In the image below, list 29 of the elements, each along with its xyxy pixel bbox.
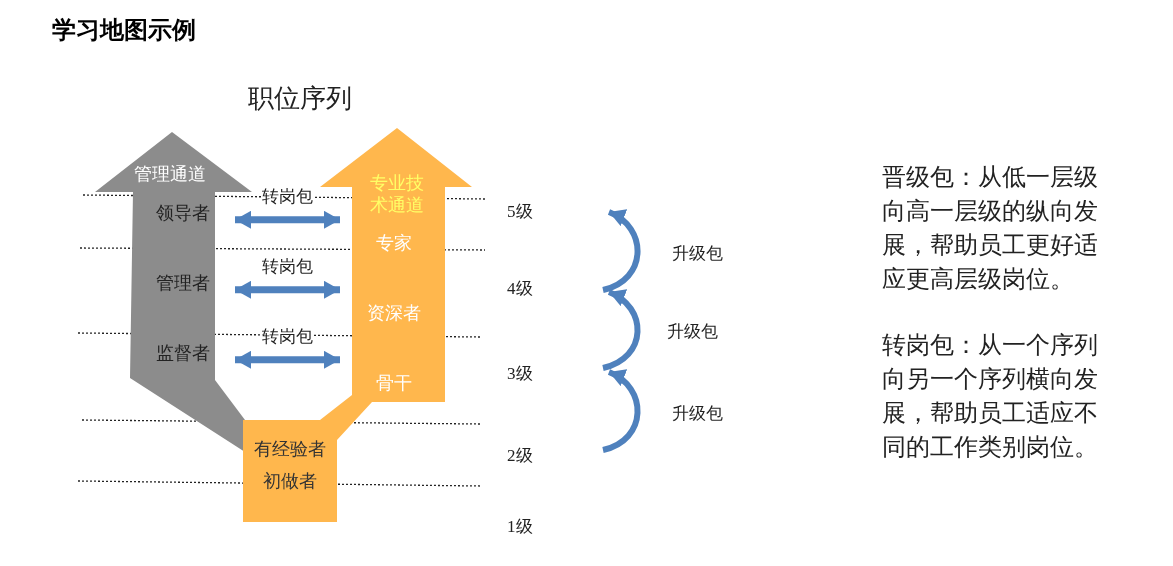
package-label: 升级包 — [672, 244, 723, 265]
level-label: 1级 — [507, 517, 533, 538]
role-label: 骨干 — [342, 373, 445, 395]
level-box — [243, 420, 337, 522]
title: 学习地图示例 — [52, 16, 196, 45]
role-label: 初做者 — [262, 471, 318, 493]
description-paragraph: 转岗包：从一个序列向另一个序列横向发展，帮助员工适应不同的工作类别岗位。 — [882, 330, 1099, 463]
double-arrow — [235, 280, 340, 299]
role-label: 资深者 — [342, 303, 445, 325]
role-label: 管理者 — [133, 273, 233, 295]
level-label: 5级 — [507, 202, 533, 223]
edge-label: 转岗包 — [262, 256, 313, 278]
double-arrow — [235, 350, 340, 369]
description-paragraph: 晋级包：从低一层级向高一层级的纵向发展，帮助员工更好适应更高层级岗位。 — [882, 162, 1099, 295]
package-label: 升级包 — [667, 322, 718, 343]
role-label: 领导者 — [133, 203, 233, 225]
role-label: 有经验者 — [253, 439, 327, 461]
role-label: 专家 — [342, 233, 445, 255]
role-label: 监督者 — [133, 343, 233, 365]
edge-label: 转岗包 — [262, 186, 313, 208]
level-label: 2级 — [507, 446, 533, 467]
track-label: 管理通道 — [134, 164, 206, 186]
level-label: 3级 — [507, 364, 533, 385]
track-label: 专业技术通道 — [369, 173, 425, 217]
edge-label: 转岗包 — [262, 326, 313, 348]
level-label: 4级 — [507, 279, 533, 300]
heading: 职位序列 — [248, 83, 352, 115]
package-label: 升级包 — [672, 404, 723, 425]
double-arrow — [235, 210, 340, 229]
